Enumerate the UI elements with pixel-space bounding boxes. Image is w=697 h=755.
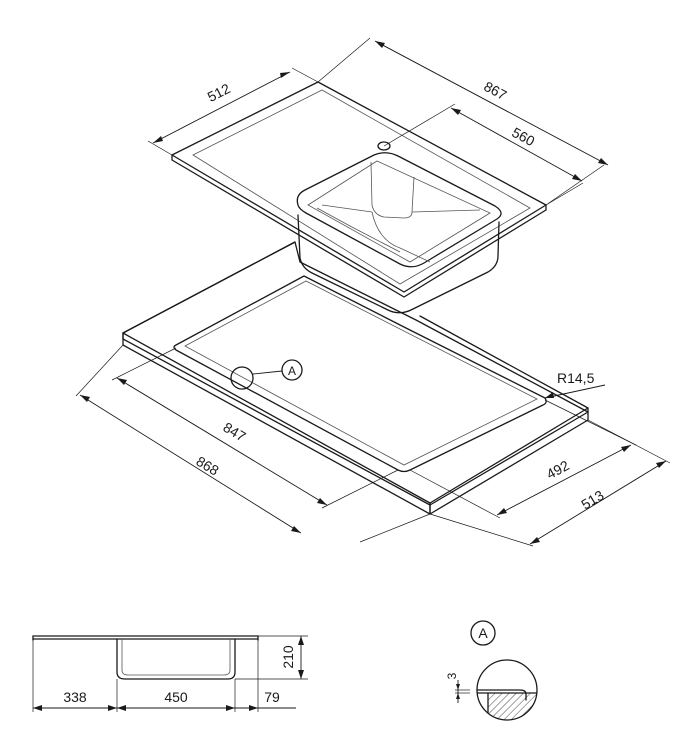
bowl-rim-inner: [307, 160, 491, 263]
ext-560-a: [383, 103, 456, 147]
worktop-front-face: [122, 332, 431, 515]
ext-513-a: [429, 513, 534, 547]
arrow-847-b: [317, 498, 327, 505]
arrow-3-b: [456, 693, 460, 699]
detail-hatch: [488, 693, 537, 720]
radius-label: R14,5: [557, 370, 595, 386]
arrow-338-a: [33, 705, 42, 711]
cutout-outline: [173, 275, 547, 473]
dim-512: 512: [205, 80, 233, 105]
dimline-513: [529, 460, 667, 545]
bowl-inner-side: [316, 207, 401, 253]
arrow-450-a: [117, 705, 126, 711]
arrow-492-b: [621, 445, 631, 452]
radius-arrow: [545, 392, 554, 398]
worktop-back-edge: [419, 315, 589, 409]
section-bowl: [116, 638, 236, 680]
arrow-3-a: [456, 684, 460, 690]
arrow-513-b: [656, 461, 666, 468]
ext-512-a: [147, 140, 173, 156]
tap-hole: [377, 141, 391, 151]
detail-a-title: A: [478, 625, 488, 641]
detail-a-label: A: [288, 364, 296, 378]
dim-868: 868: [193, 453, 221, 479]
arrow-512-b: [280, 72, 290, 78]
bowl-inner-floor: [321, 204, 481, 263]
worktop-surface: [122, 241, 589, 506]
bowl-inner-corner: [370, 161, 415, 219]
dimline-560: [450, 107, 583, 182]
section-bowl-inner: [121, 639, 231, 676]
dimline-868: [79, 394, 302, 534]
arrow-560-a: [451, 108, 461, 115]
dim-450: 450: [164, 689, 188, 705]
bowl-rim: [296, 152, 502, 268]
arrow-338-b: [108, 705, 117, 711]
arrow-560-b: [572, 174, 582, 181]
ext-868-a: [75, 344, 124, 397]
dim-210: 210: [280, 645, 296, 669]
arrow-450-b: [226, 705, 235, 711]
dim-560: 560: [509, 124, 537, 149]
worktop-top-edge: [122, 241, 296, 334]
arrow-868-b: [291, 526, 301, 533]
detail-a-title-circle: [470, 620, 496, 646]
sink-plate-edge: [171, 154, 547, 298]
ext-867-a: [317, 37, 371, 83]
section-view: 338 450 79 210: [32, 635, 308, 712]
dimline-847: [116, 377, 328, 506]
dim-338: 338: [63, 689, 87, 705]
arrow-79-b: [249, 705, 258, 711]
drainer-border: [192, 89, 531, 285]
dim-513: 513: [578, 487, 606, 513]
arrow-513-a: [530, 537, 540, 544]
ext-847-b: [321, 469, 399, 509]
cutout-inner: [184, 280, 538, 466]
dim-3: 3: [445, 672, 459, 679]
ext-560-b: [545, 182, 584, 206]
detail-a-circle: [230, 366, 254, 390]
arrow-867-a: [375, 41, 385, 48]
dimline-492: [496, 444, 632, 516]
ext-513-b: [587, 419, 671, 464]
detail-a-callout: [281, 359, 303, 381]
detail-a-leader: [252, 370, 283, 375]
arrow-210-a: [298, 636, 304, 645]
arrow-868-a: [80, 395, 90, 402]
detail-a-view: A 3: [445, 620, 538, 721]
arrow-867-b: [598, 158, 608, 165]
ext-512-b: [291, 67, 319, 83]
dim-79: 79: [264, 689, 280, 705]
radius-leader: [544, 384, 606, 399]
worktop: A R14,5: [122, 241, 606, 515]
ext-492-a: [409, 469, 501, 519]
dimline-512: [152, 71, 291, 144]
dimline-867: [374, 40, 609, 166]
dim-847: 847: [220, 419, 248, 445]
arrow-492-a: [497, 508, 507, 515]
ext-867-b: [545, 164, 605, 206]
sink-plate-outline: [171, 81, 547, 293]
detail-worktop: [487, 692, 537, 720]
detail-sink-edge: [477, 689, 527, 701]
arrow-512-a: [153, 136, 163, 143]
ext-847-a: [111, 347, 177, 381]
arrow-847-a: [117, 378, 127, 385]
ext-868-b: [359, 513, 431, 543]
arrow-210-b: [298, 670, 304, 679]
sink-top: [171, 81, 547, 314]
